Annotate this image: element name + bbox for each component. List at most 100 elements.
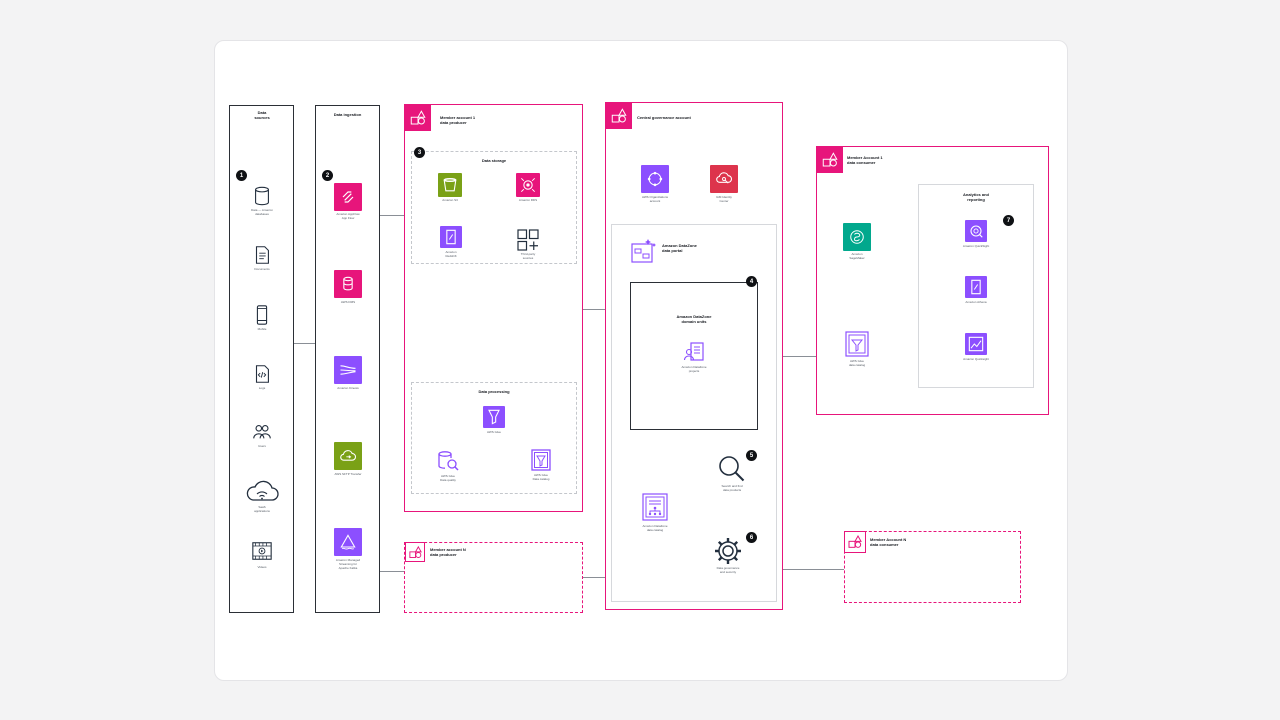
storage-label-rds: Amazon RDS xyxy=(518,198,538,202)
data-storage-title: Data storage xyxy=(481,158,507,163)
analytics-reporting-box xyxy=(918,184,1034,388)
source-label-mobile: Mobile xyxy=(257,327,267,331)
datazone-catalog-label: Amazon DataZone data catalog xyxy=(642,524,668,532)
glue-catalog-icon xyxy=(845,331,869,357)
analytics-label-quicksight-1: Amazon QuickSight xyxy=(962,244,990,248)
ingestion-label-kinesis: Amazon Kinesis xyxy=(337,386,359,390)
account-logo-icon xyxy=(844,531,866,553)
dms-icon xyxy=(334,270,362,298)
search-icon xyxy=(719,456,745,482)
governance-label: Data governance and security xyxy=(716,566,740,574)
consumerN-title: Member Account N data consumer xyxy=(870,537,907,547)
data-processing-title: Data processing xyxy=(478,389,510,394)
account-logo-icon xyxy=(405,542,425,562)
step-badge-2: 2 xyxy=(322,170,333,181)
source-label-saas: SaaS applications xyxy=(254,505,270,513)
analytics-title: Analytics and reporting xyxy=(962,192,989,202)
producerN-account-box xyxy=(404,542,583,613)
step-badge-1: 1 xyxy=(236,170,247,181)
sagemaker-icon xyxy=(843,223,871,251)
datazone-portal-box xyxy=(611,224,777,602)
cloud-wifi-icon xyxy=(246,480,279,501)
grid-icon xyxy=(517,229,539,251)
consumer1-account-box xyxy=(816,146,1049,415)
connector-producer1-central xyxy=(583,309,605,310)
connector-central-consumerN xyxy=(783,569,844,570)
data-quality-icon xyxy=(438,451,459,471)
step-badge-6: 6 xyxy=(746,532,757,543)
redshift-icon xyxy=(516,173,540,197)
account-logo-icon xyxy=(606,103,632,129)
gear-icon xyxy=(715,538,741,564)
glue-icon xyxy=(483,406,505,428)
central-title: Central governance account xyxy=(637,115,691,120)
storage-label-third-party: Third-party sources xyxy=(520,252,536,260)
source-label-users: Users xyxy=(258,444,266,448)
document-icon xyxy=(255,246,269,264)
central-governance-box xyxy=(605,102,783,610)
datazone-portal-icon xyxy=(631,239,656,263)
video-icon xyxy=(252,542,272,560)
data-storage-group xyxy=(411,151,577,264)
data-processing-group xyxy=(411,382,577,494)
source-label-documents: Documents xyxy=(254,267,270,271)
producer1-title: Member account 1 data producer xyxy=(440,115,476,125)
data-sources-column xyxy=(229,105,294,613)
organizations-icon xyxy=(641,165,669,193)
appflow-icon xyxy=(334,183,362,211)
quicksight-search-icon xyxy=(965,220,987,242)
account-logo-icon xyxy=(817,147,843,173)
data-sources-title: Data sources xyxy=(254,110,270,120)
datazone-catalog-icon xyxy=(642,493,668,521)
datazone-projects-icon xyxy=(683,342,704,361)
datazone-projects-label: Amazon DataZone projects xyxy=(681,365,707,373)
connector-ingestion-producer1 xyxy=(380,215,405,216)
step-badge-3: 3 xyxy=(414,147,425,158)
athena-analytics-icon xyxy=(965,276,987,298)
mobile-icon xyxy=(256,305,268,325)
data-ingestion-title: Data ingestion xyxy=(333,112,362,117)
users-icon xyxy=(253,425,271,439)
step-badge-7: 7 xyxy=(1003,215,1014,226)
step-badge-4: 4 xyxy=(746,276,757,287)
central-label-iam: IAM Identity Center xyxy=(716,195,732,203)
storage-label-s3: Amazon S3 xyxy=(442,198,458,202)
datazone-portal-title: Amazon DataZone data portal xyxy=(662,243,697,253)
connector-central-consumer1 xyxy=(783,356,817,357)
transfer-icon xyxy=(334,442,362,470)
analytics-label-quicksight-2: Amazon Quicksight xyxy=(963,357,989,361)
consumer1-title: Member Account 1 data consumer xyxy=(847,155,883,165)
producer1-account-box xyxy=(404,104,583,512)
storage-label-redshift: Amazon Redshift xyxy=(445,250,457,258)
source-label-videos: Videos xyxy=(257,565,267,569)
consumerN-account-box xyxy=(844,531,1021,603)
database-icon xyxy=(255,186,269,206)
search-label: Search and find data products xyxy=(721,484,743,492)
producerN-title: Member account N data producer xyxy=(430,547,466,557)
connector-ingestion-producerN xyxy=(380,571,405,572)
ingestion-label-msk: Amazon Managed Streaming for Apache Kafk… xyxy=(335,558,361,570)
step-badge-5: 5 xyxy=(746,450,757,461)
connector-sources-ingestion xyxy=(294,343,315,344)
ingestion-label-transfer: AWS SFTP Transfer xyxy=(334,472,362,476)
processing-label-glue: AWS Glue xyxy=(487,430,501,434)
ingestion-label-appflow: Amazon AppFlow App Flow xyxy=(336,212,360,220)
processing-label-data-quality: AWS Glue Data quality xyxy=(440,474,456,482)
analytics-label-athena: Amazon Athena xyxy=(965,300,987,304)
source-label-databases: Data — Amazon databases xyxy=(251,208,273,216)
consumer-label-catalog: AWS Glue data catalog xyxy=(848,359,866,367)
consumer-label-sagemaker: Amazon SageMaker xyxy=(849,252,865,260)
athena-icon xyxy=(440,226,462,248)
account-logo-icon xyxy=(405,105,431,131)
connector-producerN-central xyxy=(583,577,605,578)
kinesis-icon xyxy=(334,356,362,384)
code-file-icon xyxy=(255,365,269,383)
data-ingestion-column xyxy=(315,105,380,613)
central-label-organizations: AWS Organizations account xyxy=(641,195,669,203)
msk-icon xyxy=(334,528,362,556)
source-label-logs: Logs xyxy=(258,386,266,390)
ingestion-label-dms: AWS DMS xyxy=(340,300,356,304)
data-catalog-icon xyxy=(531,449,551,471)
datazone-domain-box xyxy=(630,282,758,430)
iam-identity-icon xyxy=(710,165,738,193)
